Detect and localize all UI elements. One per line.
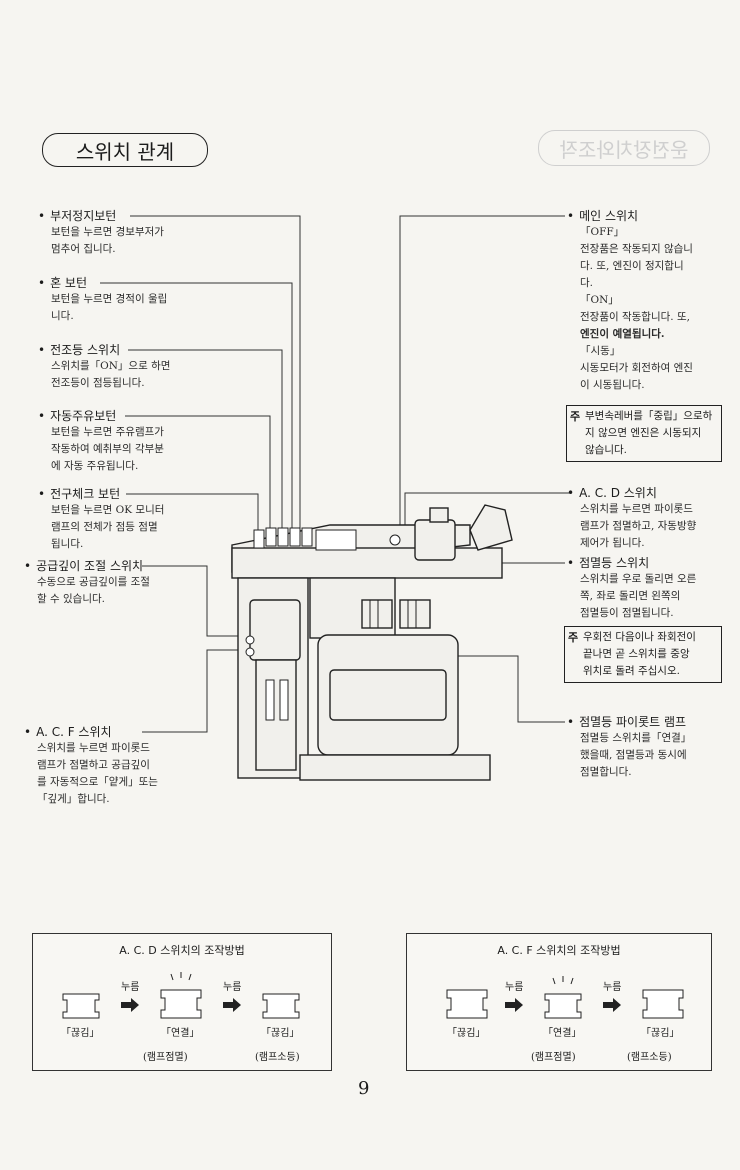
acd-label: A. C. D 스위치 [567,485,732,501]
callout-desc-line: 스위치를 누르면 파이롯드 [580,503,693,515]
callout-desc-line: 보턴을 누르면 OK 모니터 [51,504,165,516]
callout-desc-line: 됩니다. [51,538,84,550]
callout-desc-line: 시동모터가 회전하여 엔진 [580,362,693,374]
callout-desc-line: 다. 또, 엔진이 정지합니 [580,260,684,272]
callout-desc-line: 이 시동됩니다. [580,379,645,391]
callout-desc-line: 전장품은 작동되지 않습니 [580,243,693,255]
auto-lube-button-callout: 자동주유보턴 보턴을 누르면 주유램프가 작동하여 예취부의 각부분 에 자동 … [38,408,164,475]
state-on-label: 「연결」 [161,1028,200,1039]
callout-desc-line: 에 자동 주유됩니다. [51,460,139,472]
callout-desc-line: 멈추어 집니다. [51,243,116,255]
blinker-switch-callout: 점멸등 스위치 스위치를 우로 돌리면 오른 쪽, 좌로 돌리면 왼쪽의 점멸등… [567,555,732,622]
main-switch-label: 메인 스위치 [567,208,732,224]
state-on-label: 「연결」 [543,1028,582,1039]
lamp-off-label: (램프소등) [627,1052,672,1063]
callout-desc-line: 「OFF」 [580,226,625,238]
callout-desc-line: 할 수 있습니다. [37,593,105,605]
main-switch-note: 주 부변속레버를「중립」으로하 지 않으면 엔진은 시동되지 않습니다. [566,405,722,462]
press-label: 누름 [603,982,622,993]
note-mark: 주 [568,631,579,644]
callout-desc-line: 다. [580,277,593,289]
callout-desc-line: 니다. [51,310,74,322]
callout-desc-line: 「ON」 [580,294,619,306]
acf-label: A. C. F 스위치 [24,724,158,740]
note-mark: 주 [570,410,581,423]
acd-operation-panel: A. C. D 스위치의 조작방법 누름 누름 「끊김」 「연결」 「끊김」 (… [32,933,332,1071]
callout-desc-line: 쪽, 좌로 돌리면 왼쪽의 [580,590,681,602]
arrow-right-icon [223,998,241,1012]
lamp-blink-label: (램프점멸) [531,1052,576,1063]
acd-switch-callout: A. C. D 스위치 스위치를 누르면 파이롯드 램프가 점멸하고, 자동방향… [567,485,732,552]
state-off-label: 「끊김」 [641,1028,680,1039]
note-line: 위치로 돌려 주십시오. [583,665,680,677]
feed-depth-label: 공급깊이 조절 스위치 [24,558,150,574]
callout-desc-line: 했을때, 점멸등과 동시에 [580,749,687,761]
callout-desc-line: 「깊게」합니다. [37,793,110,805]
callout-desc-line: 보턴을 누르면 경적이 울립 [51,293,168,305]
callout-desc-line: 전조등이 점등됩니다. [51,377,145,389]
callout-desc-line: 스위치를 누르면 파이롯드 [37,742,150,754]
callout-desc-line: 엔진이 예열됩니다. [580,328,665,340]
callout-desc-line: 스위치를「ON」으로 하면 [51,360,171,372]
acf-switch-callout: A. C. F 스위치 스위치를 누르면 파이롯드 램프가 점멸하고 공급깊이 … [24,724,158,808]
acd-panel-title: A. C. D 스위치의 조작방법 [119,944,245,957]
headlight-switch-callout: 전조등 스위치 스위치를「ON」으로 하면 전조등이 점등됩니다. [38,342,170,392]
blinker-label: 점멸등 스위치 [567,555,732,571]
page-number: 9 [358,1078,370,1099]
note-line: 부변속레버를「중립」으로하 [585,410,713,422]
press-label: 누름 [223,982,242,993]
callout-desc-line: 수동으로 공급깊이를 조절 [37,576,150,588]
callout-desc-line: 를 자동적으로「얕게」또는 [37,776,158,788]
lamp-blink-label: (램프점멸) [143,1052,188,1063]
buzzer-stop-button-callout: 부저정지보턴 보턴을 누르면 경보부저가 멈추어 집니다. [38,208,164,258]
state-off-label: 「끊김」 [61,1028,100,1039]
callout-desc-line: 제어가 됩니다. [580,537,645,549]
note-line: 않습니다. [585,444,627,456]
feed-depth-switch-callout: 공급깊이 조절 스위치 수동으로 공급깊이를 조절 할 수 있습니다. [24,558,150,608]
state-off-label: 「끊김」 [261,1028,300,1039]
bulb-check-button-callout: 전구체크 보턴 보턴을 누르면 OK 모니터 램프의 전체가 점등 점멸 됩니다… [38,486,164,553]
callout-desc-line: 램프가 점멸하고, 자동방향 [580,520,697,532]
callout-desc-line: 보턴을 누르면 주유램프가 [51,426,164,438]
callout-desc-line: 램프의 전체가 점등 점멸 [51,521,158,533]
press-label: 누름 [505,982,524,993]
state-off-label: 「끊김」 [447,1028,486,1039]
acf-operation-panel: A. C. F 스위치의 조작방법 누름 누름 「끊김」 「연결」 「끊김」 (… [406,933,712,1071]
note-line: 끝나면 곧 스위치를 중앙 [583,648,690,660]
callout-desc-line: 점멸등 스위치를「연결」 [580,732,692,744]
pilot-lamp-label: 점멸등 파이롯트 램프 [567,714,732,730]
horn-label: 혼 보턴 [38,275,167,291]
arrow-right-icon [121,998,139,1012]
blinker-pilot-lamp-callout: 점멸등 파이롯트 램프 점멸등 스위치를「연결」 했을때, 점멸등과 동시에 점… [567,714,732,781]
buzzer-stop-label: 부저정지보턴 [38,208,164,224]
callout-desc-line: 「시동」 [580,345,621,357]
auto-lube-label: 자동주유보턴 [38,408,164,424]
acf-panel-title: A. C. F 스위치의 조작방법 [497,944,621,957]
callout-desc-line: 작동하여 예취부의 각부분 [51,443,164,455]
note-line: 지 않으면 엔진은 시동되지 [585,427,702,439]
blinker-note: 주 우회전 다음이나 좌회전이 끝나면 곧 스위치를 중앙 위치로 돌려 주십시… [564,626,722,683]
arrow-right-icon [505,998,523,1012]
press-label: 누름 [121,982,140,993]
arrow-right-icon [603,998,621,1012]
section-title: 스위치 관계 [42,133,208,167]
callout-desc-line: 점멸합니다. [580,766,632,778]
acf-switch-sequence-diagram [446,976,684,1019]
main-switch-callout: 메인 스위치 「OFF」 전장품은 작동되지 않습니 다. 또, 엔진이 정지합… [567,208,732,394]
callout-desc-line: 보턴을 누르면 경보부저가 [51,226,164,238]
horn-button-callout: 혼 보턴 보턴을 누르면 경적이 울립 니다. [38,275,167,325]
callout-desc-line: 스위치를 우로 돌리면 오른 [580,573,697,585]
headlight-label: 전조등 스위치 [38,342,170,358]
bulb-check-label: 전구체크 보턴 [38,486,164,502]
acd-switch-sequence-diagram [62,972,300,1019]
note-line: 우회전 다음이나 좌회전이 [583,631,696,643]
callout-desc-line: 전장품이 작동합니다. 또, [580,311,690,323]
lamp-off-label: (램프소등) [255,1052,300,1063]
callout-desc-line: 점멸등이 점멸됩니다. [580,607,674,619]
callout-desc-line: 램프가 점멸하고 공급깊이 [37,759,150,771]
